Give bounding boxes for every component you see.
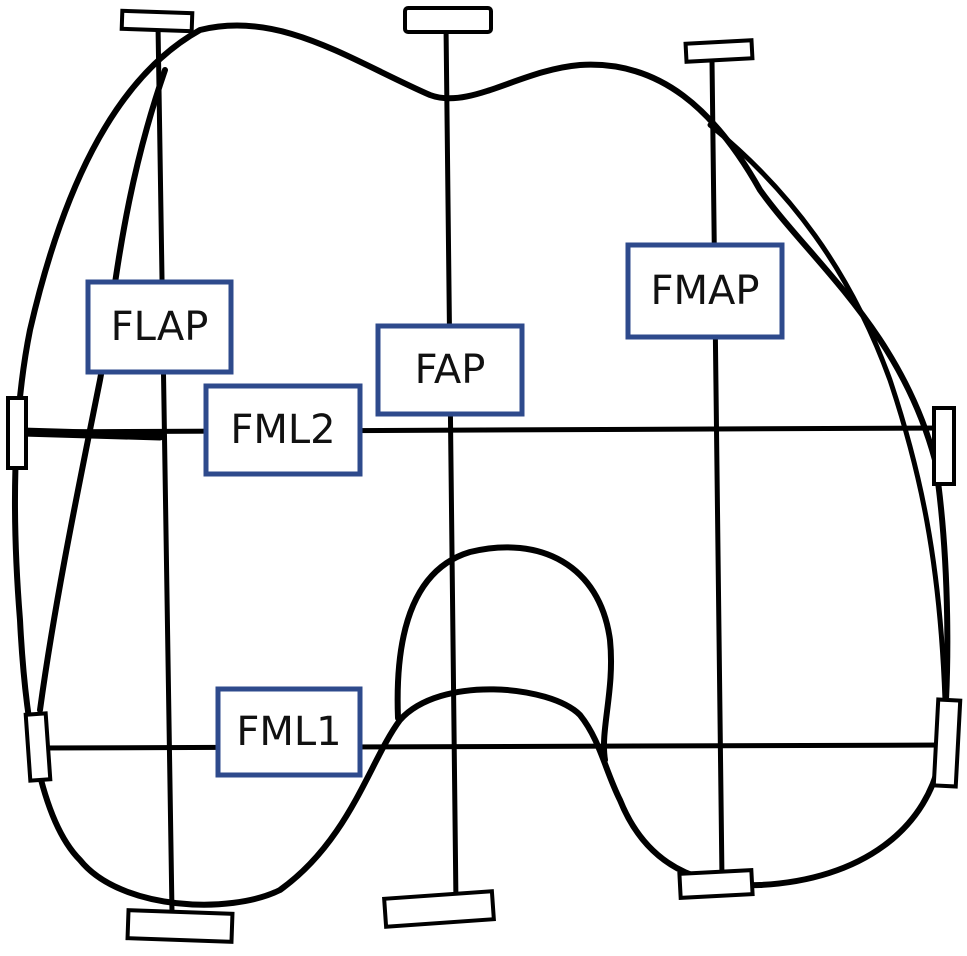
femur-outline [11, 22, 951, 908]
fml1-label-text: FML1 [236, 709, 341, 755]
fmap-top-marker [683, 38, 755, 64]
fml2-label: FML2 [203, 383, 363, 477]
fmap-label: FMAP [625, 242, 785, 340]
flap-top-marker [119, 8, 195, 34]
fmap-label-text: FMAP [650, 268, 759, 314]
fap-line [443, 22, 459, 908]
fml2-left-marker [6, 396, 28, 470]
fap-label: FAP [375, 323, 525, 417]
fml1-left-marker [23, 711, 53, 783]
fml2-line [19, 425, 949, 435]
flap-line [155, 22, 175, 915]
fap-label-text: FAP [415, 347, 486, 393]
fml1-right-marker [931, 697, 963, 789]
fap-bottom-marker [382, 889, 496, 929]
fml2-line-thick-segment [17, 427, 165, 441]
flap-label: FLAP [85, 279, 234, 375]
fap-top-marker [403, 6, 493, 34]
fml1-line [35, 742, 951, 751]
intercondylar-notch [394, 544, 615, 763]
lateral-condyle-contour [37, 67, 168, 713]
fml2-label-text: FML2 [230, 407, 335, 453]
fmap-bottom-marker [677, 868, 755, 900]
fml2-right-marker [932, 406, 956, 486]
flap-label-text: FLAP [111, 304, 209, 350]
fmap-line [709, 57, 725, 883]
fml1-label: FML1 [215, 686, 363, 778]
flap-bottom-marker [125, 908, 235, 944]
medial-condyle-contour [707, 122, 948, 703]
